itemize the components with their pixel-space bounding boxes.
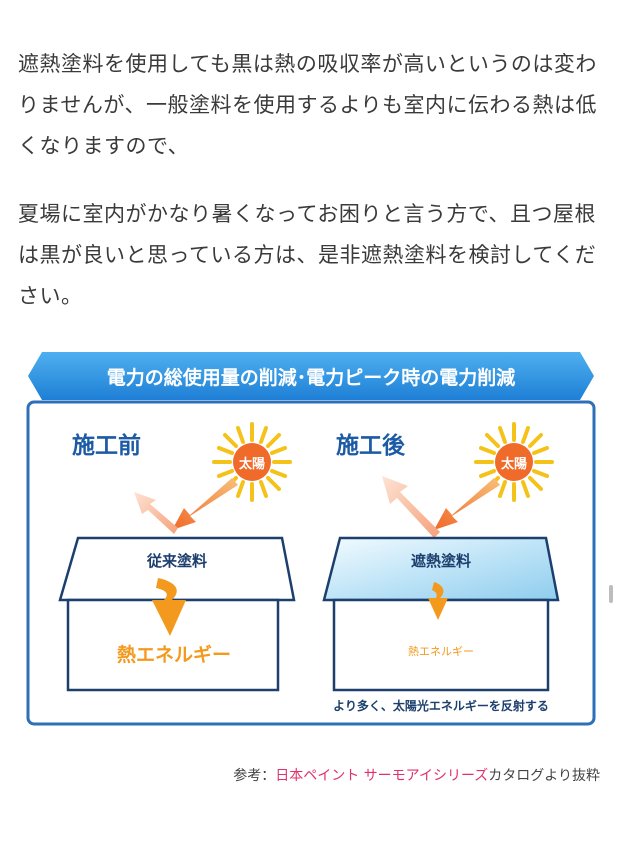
cool-roof	[322, 536, 560, 602]
reflected-light-arrow	[382, 476, 440, 538]
incoming-sunlight-arrow	[172, 478, 238, 530]
reflected-light-arrow	[134, 492, 178, 534]
caption-suffix: カタログより抜粋	[488, 768, 600, 784]
heat-energy-label: 熱エネルギー	[408, 645, 474, 658]
heat-energy-label: 熱エネルギー	[117, 643, 231, 666]
article-paragraph-1: 遮熱塗料を使用しても黒は熱の吸収率が高いというのは変わりませんが、一般塗料を使用…	[18, 52, 598, 158]
roof-paint-label: 遮熱塗料	[411, 552, 471, 570]
caption-prefix: 参考：	[233, 768, 276, 784]
banner-title: 電力の総使用量の削減･電力ピーク時の電力削減	[107, 366, 516, 389]
roof	[58, 536, 296, 602]
house-body	[332, 598, 550, 692]
after-panel: 施工後 太陽	[322, 422, 560, 713]
after-title: 施工後	[336, 432, 406, 459]
heat-arrow	[428, 582, 448, 620]
before-title: 施工前	[72, 432, 141, 459]
article-paragraph-2: 夏場に室内がかなり暑くなってお困りと言う方で、且つ屋根は黒が良いと思っている方は…	[18, 202, 597, 308]
caption-source-link[interactable]: 日本ペイント サーモアイシリーズ	[275, 768, 489, 784]
roof-paint-label: 従来塗料	[146, 552, 207, 570]
before-panel: 施工前 太陽	[58, 422, 296, 692]
incoming-sunlight-arrow	[434, 478, 500, 530]
image-caption: 参考：日本ペイント サーモアイシリーズカタログより抜粋	[233, 765, 600, 785]
sun-label: 太陽	[500, 456, 527, 472]
diagram-banner: 電力の総使用量の削減･電力ピーク時の電力削減	[28, 352, 594, 400]
sun-icon: 太陽	[474, 422, 554, 502]
scrollbar-thumb[interactable]	[609, 585, 613, 603]
heat-arrow	[152, 578, 186, 636]
sun-icon: 太陽	[212, 422, 292, 502]
sun-label: 太陽	[238, 456, 265, 472]
reflect-note: より多く、太陽光エネルギーを反射する	[333, 698, 549, 713]
